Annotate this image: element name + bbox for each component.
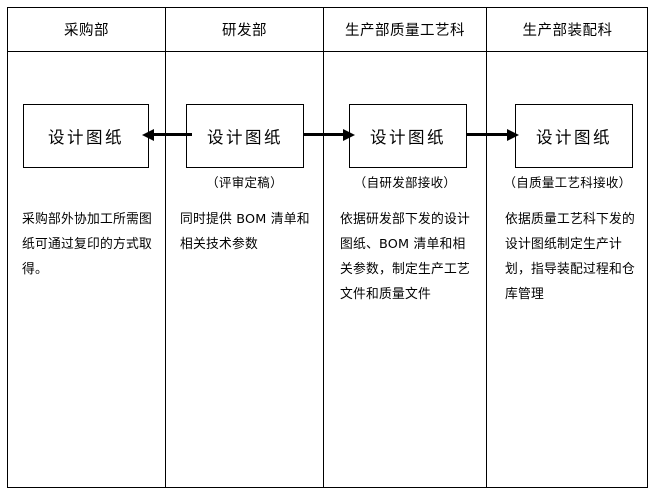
description-purchasing: 采购部外协加工所需图纸可通过复印的方式取得。: [22, 212, 152, 277]
description-assembly: 依据质量工艺科下发的设计图纸制定生产计划，指导装配过程和仓库管理: [505, 212, 635, 302]
node-design-drawing-assembly[interactable]: 设计图纸: [515, 104, 633, 168]
arrow-left-icon-rd-to-purchasing: [142, 129, 192, 141]
arrow-head: [507, 129, 519, 141]
swimlane-assembly: 设计图纸 （自质量工艺科接收） 依据质量工艺科下发的设计图纸制定生产计划，指导装…: [487, 52, 648, 487]
node-caption-rd: （评审定稿）: [206, 175, 283, 190]
node-design-drawing-rd[interactable]: 设计图纸: [186, 104, 304, 168]
arrow-shaft: [152, 133, 192, 136]
arrow-head: [142, 129, 154, 141]
arrow-shaft: [467, 133, 509, 136]
node-caption-quality: （自研发部接收）: [353, 175, 457, 190]
column-header-assembly: 生产部装配科: [522, 23, 613, 39]
description-rd: 同时提供 BOM 清单和相关技术参数: [180, 212, 310, 252]
header-divider: [8, 51, 647, 52]
swimlane-quality: 设计图纸 （自研发部接收） 依据研发部下发的设计图纸、BOM 清单和相关参数，制…: [324, 52, 486, 487]
column-header-rd: 研发部: [222, 23, 267, 39]
column-divider-2: [323, 8, 324, 487]
arrow-right-icon-quality-to-assembly: [467, 129, 519, 141]
column-header-purchasing: 采购部: [64, 23, 109, 39]
swimlane-flow-table: 采购部 研发部 生产部质量工艺科 生产部装配科 设计图纸 采购部外协加工所需图纸…: [7, 7, 648, 488]
header-row: 采购部 研发部 生产部质量工艺科 生产部装配科: [8, 8, 647, 51]
swimlane-purchasing: 设计图纸 采购部外协加工所需图纸可通过复印的方式取得。: [8, 52, 165, 487]
node-design-drawing-quality[interactable]: 设计图纸: [349, 104, 467, 168]
node-caption-assembly: （自质量工艺科接收）: [503, 175, 632, 190]
swimlane-rd: 设计图纸 （评审定稿） 同时提供 BOM 清单和相关技术参数: [166, 52, 323, 487]
arrow-shaft: [303, 133, 345, 136]
arrow-head: [343, 129, 355, 141]
arrow-right-icon-rd-to-quality: [303, 129, 355, 141]
column-divider-1: [165, 8, 166, 487]
node-design-drawing-purchasing[interactable]: 设计图纸: [23, 104, 149, 168]
description-quality: 依据研发部下发的设计图纸、BOM 清单和相关参数，制定生产工艺文件和质量文件: [340, 212, 470, 302]
column-divider-3: [486, 8, 487, 487]
column-header-quality: 生产部质量工艺科: [345, 23, 465, 39]
